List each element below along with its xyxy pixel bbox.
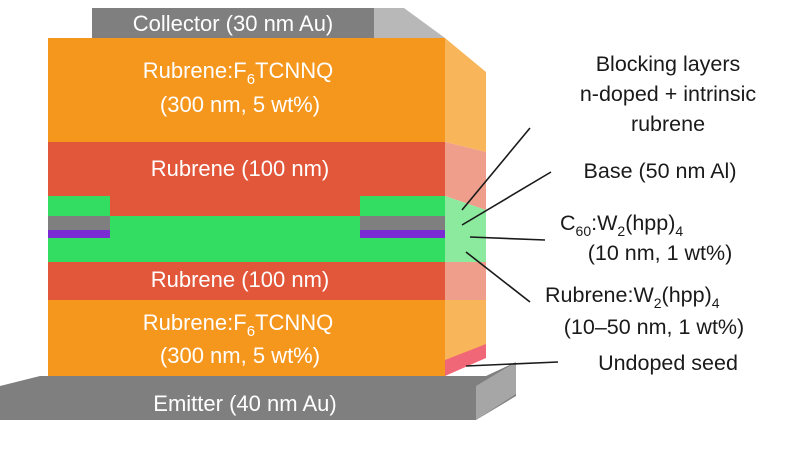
stack-front-face: [48, 38, 445, 376]
layer-lower-rubrene: [48, 262, 445, 300]
bottom-doped-name: Rubrene:F6TCNNQ: [143, 310, 334, 340]
base-label: Base (50 nm Al): [584, 159, 737, 183]
c60-spec: (10 nm, 1 wt%): [588, 241, 733, 265]
c60-leader: [469, 236, 546, 241]
rubrene-w2-spec: (10–50 nm, 1 wt%): [564, 315, 744, 339]
layer-top-doped: [48, 38, 445, 142]
c60-formula: C60:W2(hpp)4: [560, 211, 683, 239]
blocking-leader: [461, 127, 531, 211]
base-al-right: [360, 216, 445, 230]
rubrene-w2-formula: Rubrene:W2(hpp)4: [545, 283, 720, 311]
upper-rubrene-label: Rubrene (100 nm): [151, 156, 330, 181]
collector-side: [373, 8, 445, 38]
blocking-line2: n-doped + intrinsic: [580, 82, 757, 106]
emitter-side: [476, 362, 516, 420]
callout-labels: Blocking layers n-doped + intrinsic rubr…: [545, 52, 756, 375]
base-al-left: [48, 216, 110, 230]
side-undoped-seed: [445, 344, 486, 376]
emitter-plate: [0, 362, 516, 420]
layer-labels: Rubrene:F6TCNNQ (300 nm, 5 wt%) Rubrene …: [143, 58, 334, 368]
c60-right: [360, 230, 445, 238]
rubrene-center-recess: [110, 196, 360, 216]
seed-leader: [465, 361, 559, 367]
top-doped-spec: (300 nm, 5 wt%): [160, 92, 320, 117]
blocking-line3: rubrene: [631, 112, 705, 136]
bottom-doped-spec: (300 nm, 5 wt%): [160, 343, 320, 368]
collector-label: Collector (30 nm Au): [133, 11, 334, 36]
emitter-label: Emitter (40 nm Au): [153, 391, 336, 416]
blocking-line1: Blocking layers: [596, 52, 741, 76]
c60-left: [48, 230, 110, 238]
seed-label: Undoped seed: [598, 351, 738, 375]
emitter-contact: Emitter (40 nm Au): [0, 362, 516, 420]
rubrene-w2-leader: [465, 251, 531, 303]
layer-upper-rubrene: [48, 142, 445, 196]
base-leader: [461, 171, 552, 226]
leader-lines: [461, 127, 559, 367]
layer-bottom-doped: [48, 300, 445, 376]
collector-front: [92, 8, 374, 39]
collector-contact: Collector (30 nm Au): [92, 8, 445, 39]
lower-rubrene-label: Rubrene (100 nm): [151, 267, 330, 292]
top-doped-name: Rubrene:F6TCNNQ: [143, 58, 334, 88]
